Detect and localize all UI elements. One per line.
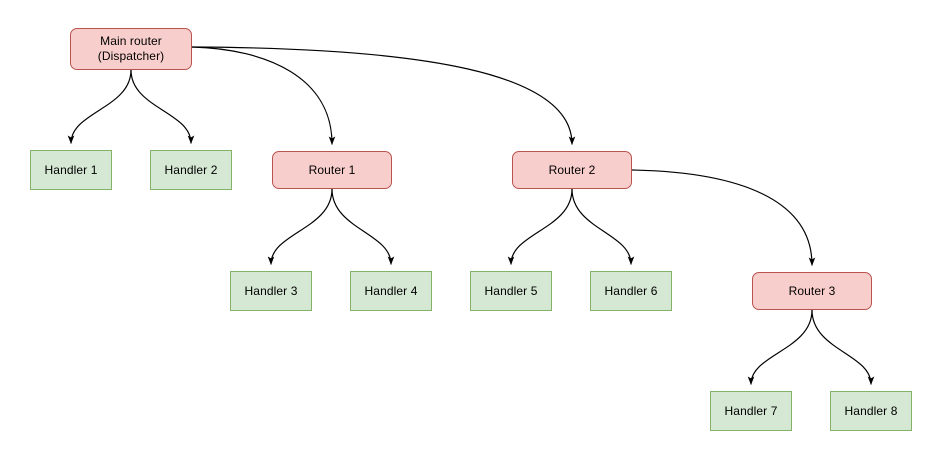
node-main[interactable]: Main router (Dispatcher)	[70, 28, 192, 70]
node-handler2[interactable]: Handler 2	[150, 150, 232, 190]
node-router1[interactable]: Router 1	[272, 151, 392, 189]
edge-router1-handler4[interactable]	[331, 188, 395, 265]
edge-main-router2[interactable]	[191, 46, 576, 145]
edge-router1-handler3[interactable]	[267, 188, 333, 265]
node-handler8[interactable]: Handler 8	[830, 391, 912, 431]
node-handler4[interactable]: Handler 4	[350, 271, 432, 311]
edge-main-router1[interactable]	[191, 46, 336, 145]
edge-router3-handler8[interactable]	[811, 309, 875, 385]
node-handler5[interactable]: Handler 5	[470, 271, 552, 311]
edges-group	[67, 46, 875, 385]
node-handler6[interactable]: Handler 6	[590, 271, 672, 311]
node-handler7[interactable]: Handler 7	[710, 391, 792, 431]
node-handler3[interactable]: Handler 3	[230, 271, 312, 311]
edge-router2-handler5[interactable]	[507, 188, 573, 265]
edge-router3-handler7[interactable]	[747, 309, 813, 385]
node-router3[interactable]: Router 3	[752, 272, 872, 310]
edge-router2-router3[interactable]	[631, 169, 816, 266]
edge-router2-handler6[interactable]	[571, 188, 635, 265]
edge-main-handler2[interactable]	[130, 69, 195, 144]
node-router2[interactable]: Router 2	[512, 151, 632, 189]
node-handler1[interactable]: Handler 1	[30, 150, 112, 190]
edge-main-handler1[interactable]	[67, 69, 132, 144]
